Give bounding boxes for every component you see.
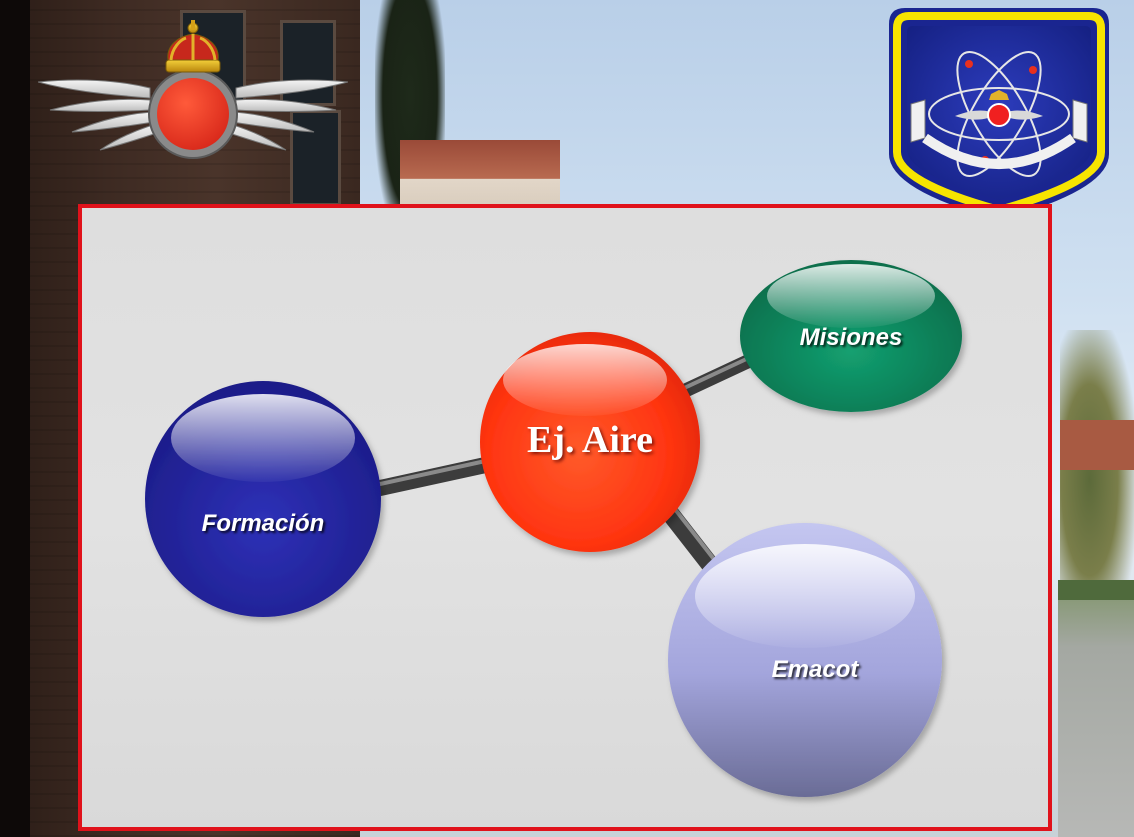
right-wing xyxy=(225,79,348,151)
atom-icon xyxy=(928,50,1070,177)
distant-roof xyxy=(400,140,560,210)
node-emacot xyxy=(668,523,942,797)
building-shadow xyxy=(0,0,30,837)
misiones-node-button[interactable] xyxy=(740,260,962,412)
building-window xyxy=(280,20,336,106)
node-misiones xyxy=(740,260,962,412)
right-roof xyxy=(1060,420,1134,470)
formacion-node-button[interactable] xyxy=(145,381,381,617)
crown xyxy=(165,20,221,73)
school-shield-emblem xyxy=(889,8,1109,220)
air-force-wings-emblem xyxy=(38,20,348,159)
left-wing xyxy=(38,79,161,151)
node-center xyxy=(480,332,700,552)
right-ground xyxy=(1058,600,1134,837)
connector-formacion xyxy=(372,456,498,496)
node-formacion xyxy=(145,381,381,617)
emacot-node-button[interactable] xyxy=(668,523,942,797)
ej-aire-node-button[interactable] xyxy=(480,332,700,552)
